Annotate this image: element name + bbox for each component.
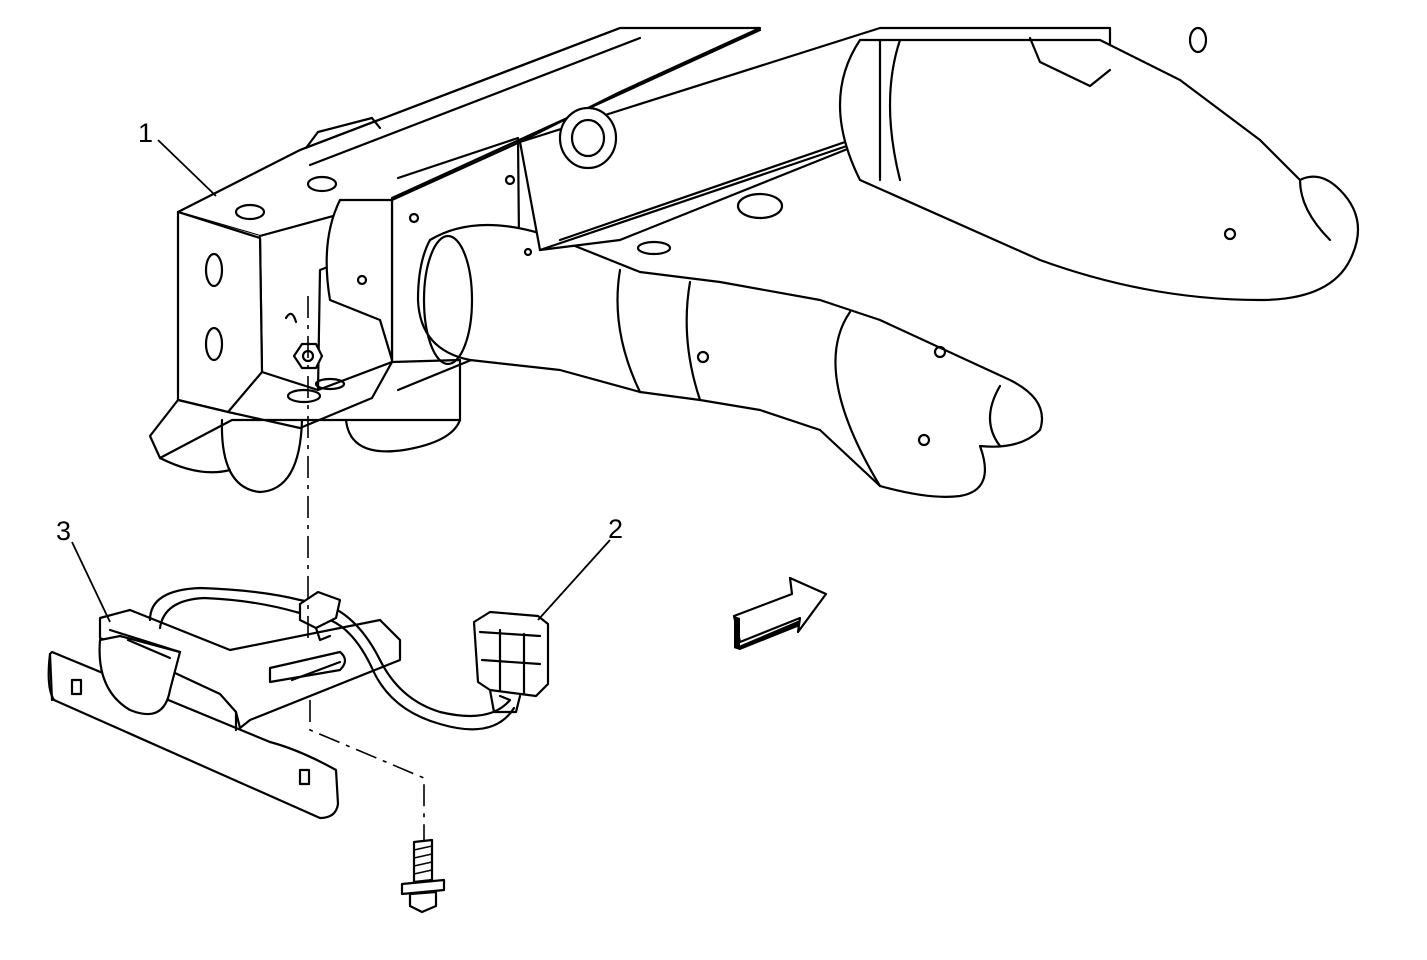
rear-crossmember [518,26,1360,302]
callout-1: 1 [138,118,153,148]
license-lamp-bracket [47,608,402,820]
mounting-bolt [400,838,446,914]
wiring-harness [148,586,550,731]
callout-2: 2 [608,514,623,544]
crossmember-tube [416,223,1044,498]
frame-rail [148,26,762,494]
forward-arrow-icon [732,576,828,650]
callout-leaders [71,139,611,623]
alignment-centerlines [307,296,425,842]
callout-3: 3 [56,516,71,546]
